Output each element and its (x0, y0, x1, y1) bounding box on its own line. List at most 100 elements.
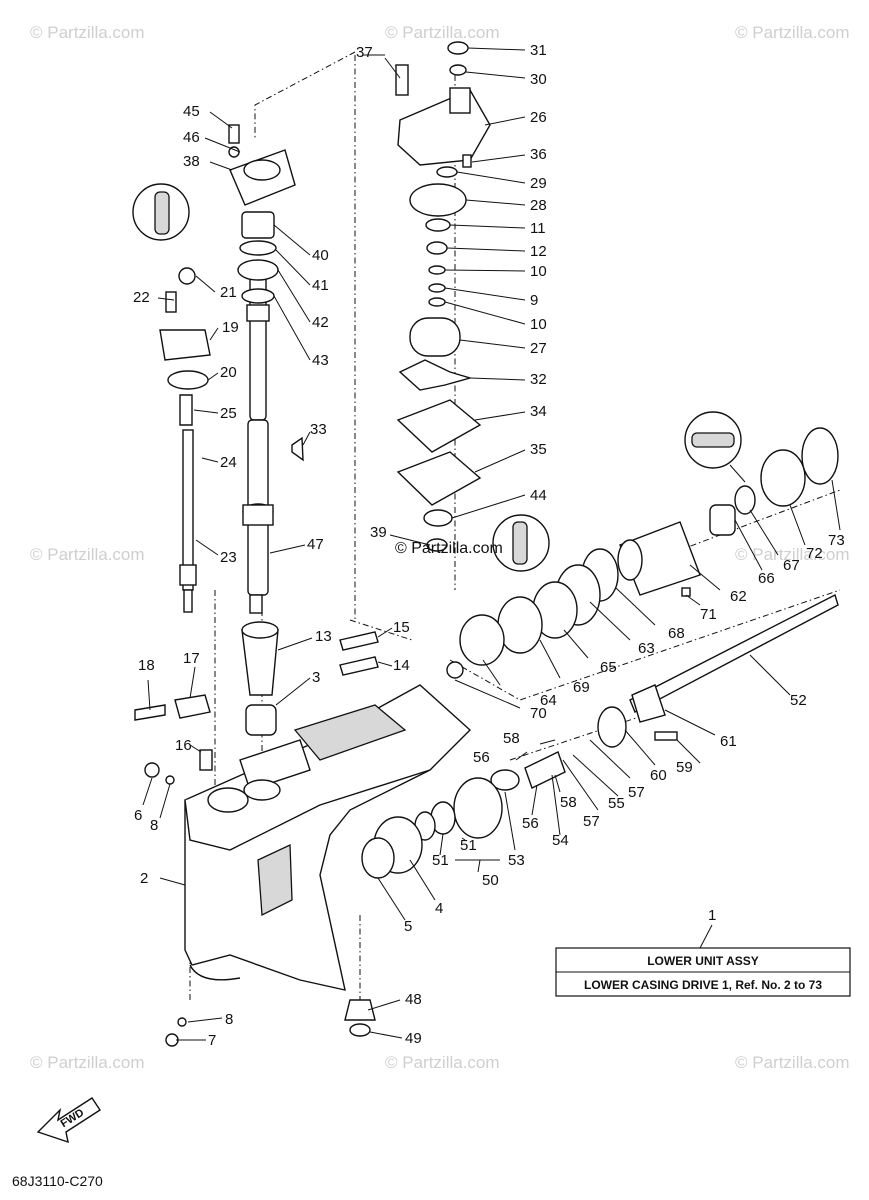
watermark: © Partzilla.com (385, 23, 500, 42)
callout-12: 12 (530, 243, 547, 260)
callout-58: 58 (560, 794, 577, 811)
callout-15: 15 (393, 619, 410, 636)
callout-57: 57 (583, 813, 600, 830)
lower-casing (184, 684, 472, 991)
callout-45: 45 (183, 103, 200, 120)
callout-14: 14 (393, 657, 410, 674)
callout-61: 61 (720, 733, 737, 750)
callout-47: 47 (307, 536, 324, 553)
watermark: © Partzilla.com (30, 1053, 145, 1072)
callout-9: 9 (530, 292, 538, 309)
callout-27: 27 (530, 340, 547, 357)
fwd-arrow: FWD (36, 1097, 101, 1144)
callout-59: 59 (676, 759, 693, 776)
callout-6: 6 (134, 807, 142, 824)
callout-7: 7 (208, 1032, 216, 1049)
center-watermark: © Partzilla.com (395, 540, 503, 557)
callout-68: 68 (668, 625, 685, 642)
assembly-title: LOWER UNIT ASSY (647, 954, 759, 968)
callout-44: 44 (530, 487, 547, 504)
callout-10: 10 (530, 316, 547, 333)
callout-4: 4 (435, 900, 443, 917)
callout-42: 42 (312, 314, 329, 331)
callout-63: 63 (638, 640, 655, 657)
callout-2: 2 (140, 870, 148, 887)
callout-55: 55 (608, 795, 625, 812)
callout-29: 29 (530, 175, 547, 192)
callout-43: 43 (312, 352, 329, 369)
callout-8: 8 (150, 817, 158, 834)
callout-33: 33 (310, 421, 327, 438)
callout-25: 25 (220, 405, 237, 422)
shift-rod-group (132, 183, 211, 613)
callout-28: 28 (530, 197, 547, 214)
callout-16: 16 (175, 737, 192, 754)
callout-31: 31 (530, 42, 547, 59)
misc-parts (134, 631, 379, 1047)
callout-58: 58 (503, 730, 520, 747)
callout-23: 23 (220, 549, 237, 566)
callout-60: 60 (650, 767, 667, 784)
callout-65: 65 (600, 659, 617, 676)
callout-20: 20 (220, 364, 237, 381)
callout-35: 35 (530, 441, 547, 458)
callout-32: 32 (530, 371, 547, 388)
callout-22: 22 (133, 289, 150, 306)
callout-54: 54 (552, 832, 569, 849)
callout-64: 64 (540, 692, 557, 709)
callout-66: 66 (758, 570, 775, 587)
callout-56: 56 (522, 815, 539, 832)
callout-36: 36 (530, 146, 547, 163)
callout-26: 26 (530, 109, 547, 126)
callout-51: 51 (460, 837, 477, 854)
watermark: © Partzilla.com (30, 23, 145, 42)
callout-17: 17 (183, 650, 200, 667)
drive-shaft-group (241, 269, 304, 736)
callout-46: 46 (183, 129, 200, 146)
callout-56: 56 (473, 749, 490, 766)
callout-69: 69 (573, 679, 590, 696)
callout-37: 37 (356, 44, 373, 61)
callout-21: 21 (220, 284, 237, 301)
callout-73: 73 (828, 532, 845, 549)
callout-41: 41 (312, 277, 329, 294)
callout-8: 8 (225, 1011, 233, 1028)
assembly-subtitle: LOWER CASING DRIVE 1, Ref. No. 2 to 73 (584, 978, 822, 992)
callout-57: 57 (628, 784, 645, 801)
callout-3: 3 (312, 669, 320, 686)
callout-67: 67 (783, 557, 800, 574)
callout-39: 39 (370, 524, 387, 541)
upper-left-parts (228, 124, 296, 304)
diagram-code: 68J3110-C270 (12, 1173, 103, 1189)
watermark: © Partzilla.com (735, 23, 850, 42)
water-pump-group (395, 41, 550, 572)
callout-48: 48 (405, 991, 422, 1008)
propeller-shaft-group (361, 411, 839, 879)
callout-10: 10 (530, 263, 547, 280)
watermark: © Partzilla.com (385, 1053, 500, 1072)
watermarks: © Partzilla.com © Partzilla.com © Partzi… (30, 23, 850, 1072)
callout-50: 50 (482, 872, 499, 889)
callout-24: 24 (220, 454, 237, 471)
callout-19: 19 (222, 319, 239, 336)
watermark: © Partzilla.com (735, 545, 850, 564)
callout-70: 70 (530, 705, 547, 722)
callout-5: 5 (404, 918, 412, 935)
callout-30: 30 (530, 71, 547, 88)
callout-13: 13 (315, 628, 332, 645)
callout-18: 18 (138, 657, 155, 674)
callout-34: 34 (530, 403, 547, 420)
callout-51: 51 (432, 852, 449, 869)
callout-71: 71 (700, 606, 717, 623)
leader-lines (142, 47, 841, 1041)
assembly-info-box: LOWER UNIT ASSY LOWER CASING DRIVE 1, Re… (555, 947, 851, 997)
callout-1: 1 (708, 907, 716, 924)
watermark: © Partzilla.com (30, 545, 145, 564)
callout-72: 72 (806, 545, 823, 562)
callout-53: 53 (508, 852, 525, 869)
watermark: © Partzilla.com (735, 1053, 850, 1072)
callout-40: 40 (312, 247, 329, 264)
callout-labels: 1 2 3 4 5 6 7 8 8 9 10 10 11 12 13 14 15… (133, 42, 845, 1049)
callout-49: 49 (405, 1030, 422, 1047)
